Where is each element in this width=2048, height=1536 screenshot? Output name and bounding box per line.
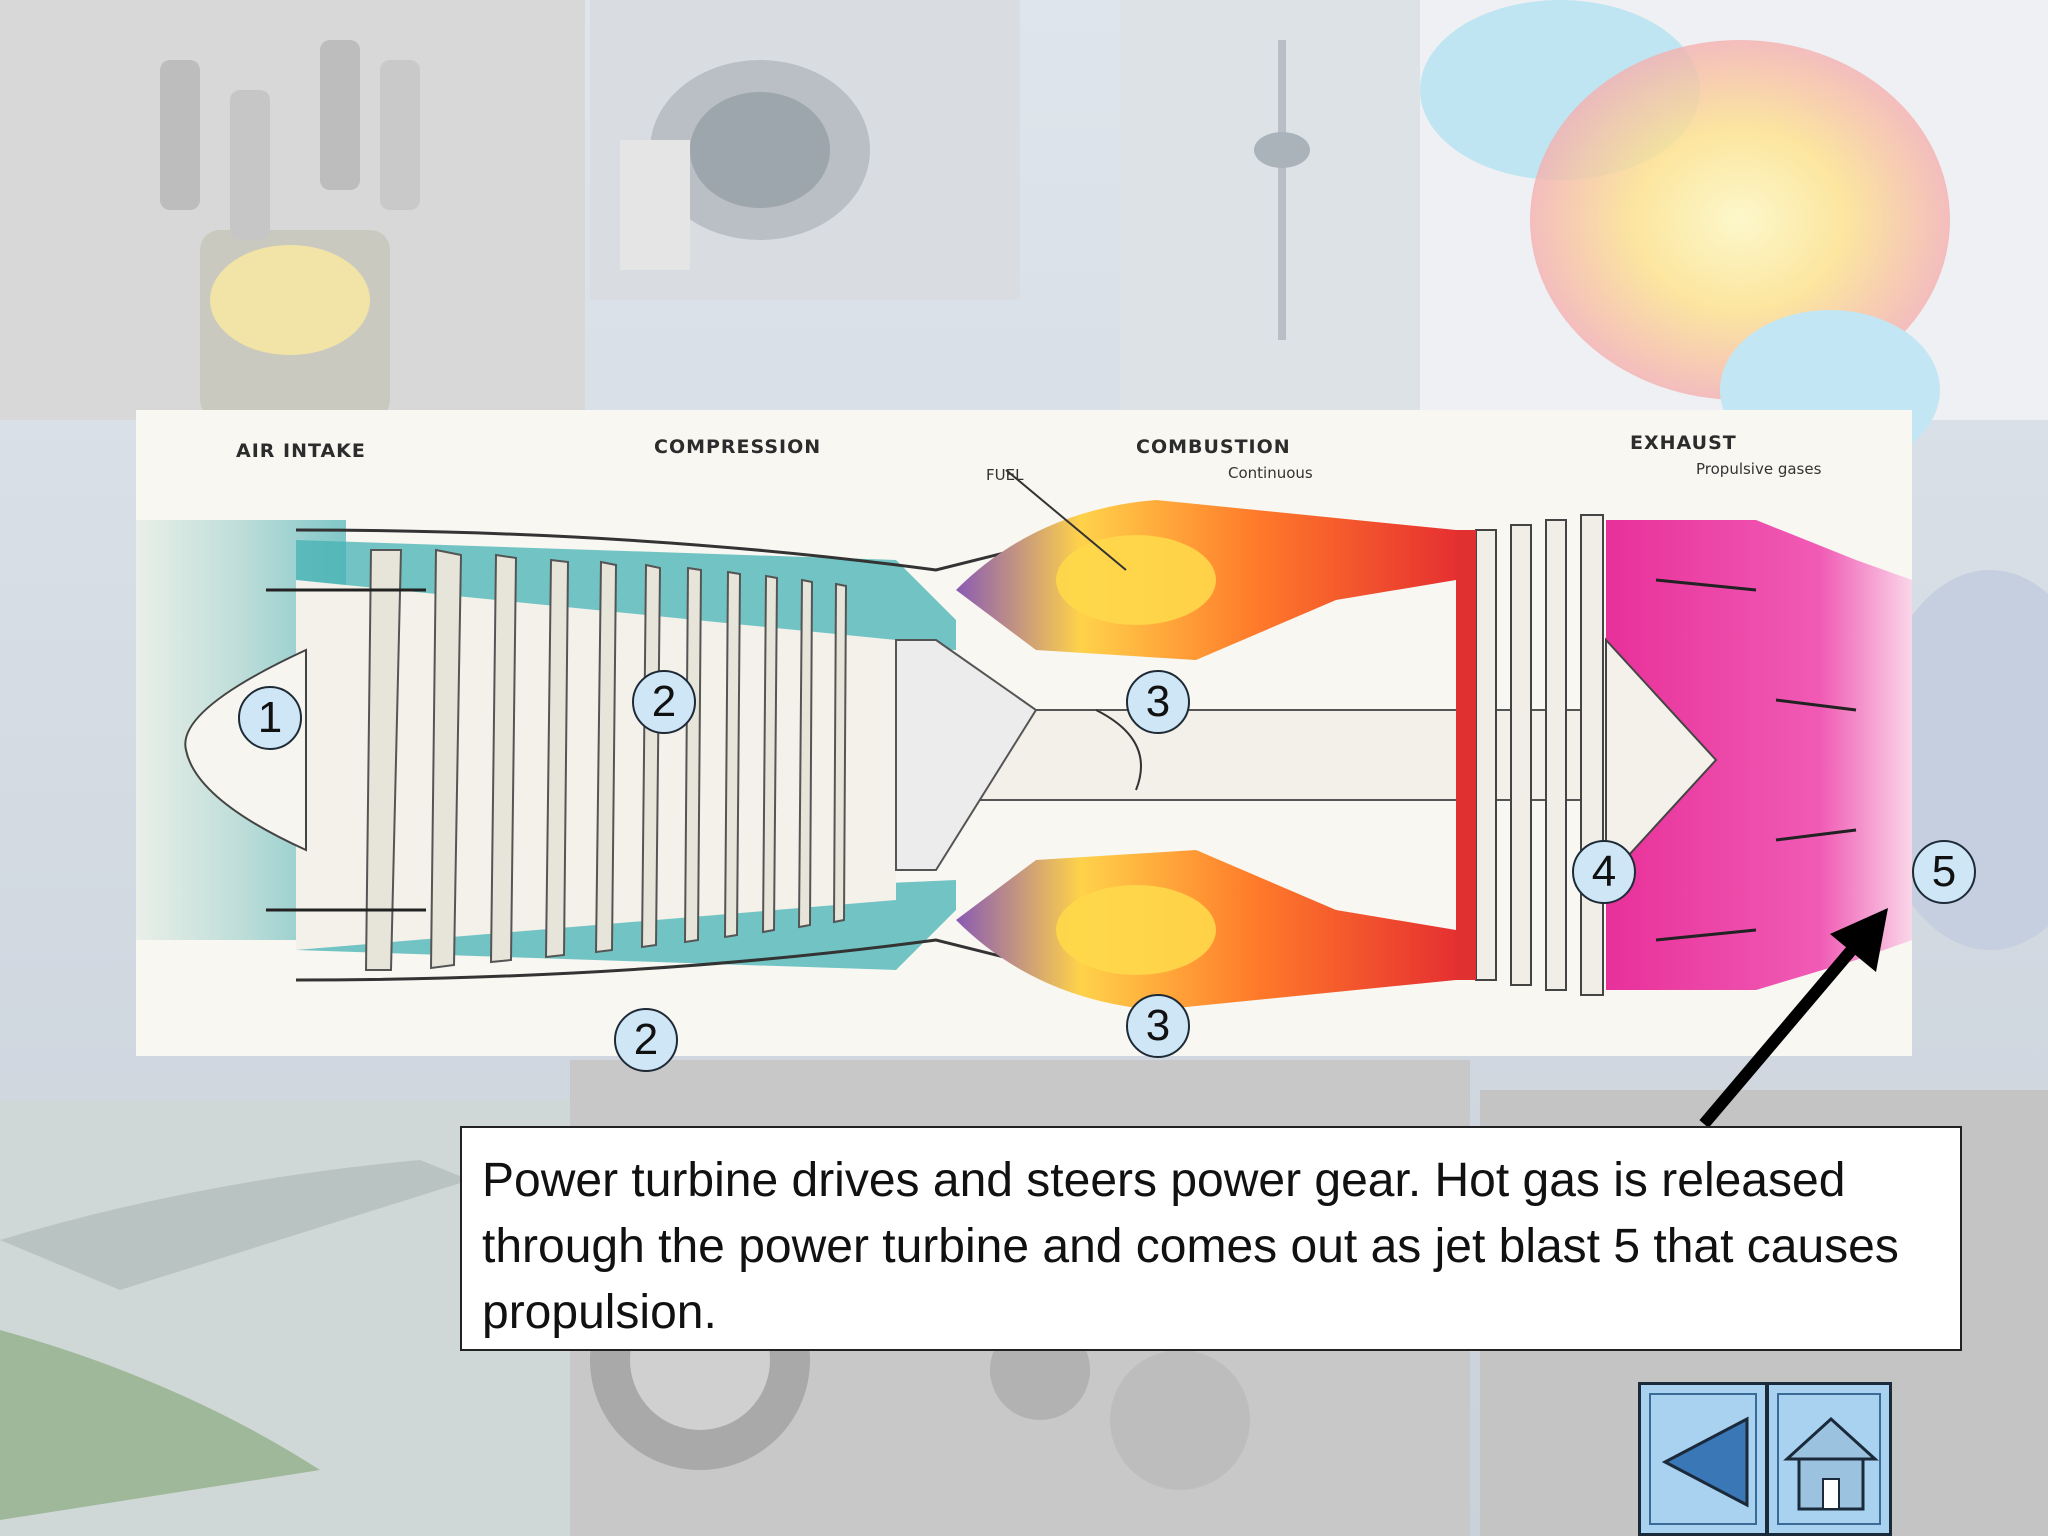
stage-label-exhaust: EXHAUST xyxy=(1630,432,1737,454)
stage-label-compression: COMPRESSION xyxy=(654,436,822,458)
stage-label-combustion: COMBUSTION xyxy=(1136,436,1291,458)
marker-2-upper: 2 xyxy=(632,670,696,734)
marker-5: 5 xyxy=(1912,840,1976,904)
marker-3-lower: 3 xyxy=(1126,994,1190,1058)
fuel-label: FUEL xyxy=(986,466,1024,484)
stage-sublabel-exhaust: Propulsive gases xyxy=(1696,460,1822,478)
marker-2-lower: 2 xyxy=(614,1008,678,1072)
marker-4: 4 xyxy=(1572,840,1636,904)
stage-sublabel-combustion: Continuous xyxy=(1228,464,1313,482)
marker-3-upper: 3 xyxy=(1126,670,1190,734)
stage-label-air-intake: AIR INTAKE xyxy=(236,440,366,462)
back-button[interactable] xyxy=(1638,1382,1768,1536)
caption-text: Power turbine drives and steers power ge… xyxy=(482,1154,1899,1339)
jet-engine-diagram: AIR INTAKE COMPRESSION COMBUSTION Contin… xyxy=(136,410,1912,1056)
marker-1: 1 xyxy=(238,686,302,750)
home-button[interactable] xyxy=(1766,1382,1892,1536)
house-icon xyxy=(1783,1416,1879,1511)
pointer-arrow xyxy=(1699,908,1888,1128)
jet-engine-cutaway xyxy=(136,469,1912,1010)
triangle-left-icon xyxy=(1661,1416,1749,1508)
caption-box: Power turbine drives and steers power ge… xyxy=(460,1126,1962,1351)
